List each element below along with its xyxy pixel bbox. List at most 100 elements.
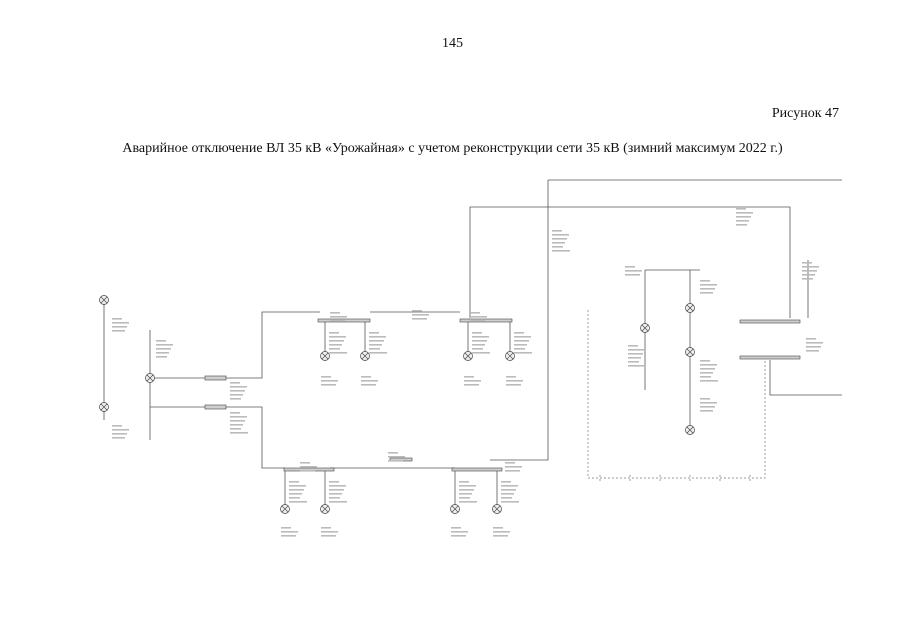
label-line — [506, 380, 523, 382]
label-line — [230, 382, 240, 384]
generator-lower-1 — [320, 504, 330, 514]
label-line — [736, 212, 753, 214]
busbar-mid-1 — [204, 375, 227, 381]
label-line — [289, 501, 307, 503]
label-line — [329, 493, 342, 495]
label-line — [700, 280, 710, 282]
label-upper-low-0 — [321, 376, 338, 386]
label-upper-low-1 — [361, 376, 378, 386]
label-line — [230, 432, 248, 434]
label-line — [806, 346, 821, 348]
label-line — [321, 376, 331, 378]
load-drops — [99, 295, 751, 514]
label-line — [112, 322, 129, 324]
label-line — [230, 420, 245, 422]
generator-upper-2 — [463, 351, 473, 361]
label-upper-low-2 — [464, 376, 481, 386]
label-line — [369, 332, 379, 334]
right-source-bottom — [685, 425, 695, 435]
generator-upper-0 — [320, 351, 330, 361]
label-line — [493, 535, 508, 537]
label-line — [329, 481, 339, 483]
right-trafo-mid — [685, 347, 695, 357]
right-trafo-top — [685, 303, 695, 313]
label-line — [156, 348, 171, 350]
right-exit-line — [769, 360, 842, 396]
label-line — [625, 274, 640, 276]
label-line — [628, 361, 639, 363]
label-line — [330, 312, 340, 314]
label-left-2 — [156, 340, 173, 358]
label-line — [501, 481, 511, 483]
label-line — [501, 485, 518, 487]
label-line — [451, 535, 466, 537]
label-line — [472, 332, 482, 334]
label-line — [112, 318, 122, 320]
label-line — [361, 376, 371, 378]
label-line — [628, 357, 641, 359]
label-right-top — [625, 266, 642, 276]
generator-lower-0 — [280, 504, 290, 514]
label-line — [412, 318, 427, 320]
label-upper-0 — [329, 332, 347, 354]
label-line — [321, 384, 336, 386]
label-line — [330, 316, 347, 318]
generator-lower-2 — [450, 504, 460, 514]
label-line — [628, 353, 643, 355]
label-line — [501, 497, 512, 499]
label-line — [625, 266, 635, 268]
label-line — [300, 466, 317, 468]
label-line — [361, 380, 378, 382]
label-line — [472, 344, 485, 346]
generator-upper-3 — [505, 351, 515, 361]
label-line — [700, 360, 710, 362]
label-upper-1 — [369, 332, 387, 354]
label-line — [156, 340, 166, 342]
label-line — [369, 336, 386, 338]
label-mid-1 — [230, 382, 247, 400]
label-line — [470, 320, 485, 322]
label-line — [156, 356, 167, 358]
label-upper-low-3 — [506, 376, 523, 386]
label-line — [330, 320, 345, 322]
label-line — [112, 326, 127, 328]
label-line — [700, 368, 715, 370]
label-line — [552, 230, 562, 232]
label-line — [321, 380, 338, 382]
label-line — [514, 348, 525, 350]
label-line — [451, 531, 468, 533]
label-line — [289, 485, 306, 487]
label-line — [388, 460, 403, 462]
label-line — [700, 410, 713, 412]
label-line — [329, 336, 346, 338]
busbar-right-2 — [739, 355, 801, 360]
label-line — [464, 376, 474, 378]
label-line — [321, 535, 336, 537]
label-line — [625, 270, 642, 272]
label-line — [700, 398, 710, 400]
left-source-top — [99, 295, 109, 305]
bus2-to-lower — [226, 406, 285, 469]
label-line — [505, 470, 520, 472]
main-wires — [103, 179, 842, 479]
label-line — [700, 372, 713, 374]
label-line — [329, 501, 347, 503]
label-right-exit — [806, 338, 823, 352]
label-line — [459, 493, 472, 495]
label-right-left — [628, 345, 646, 367]
label-line — [329, 332, 339, 334]
label-line — [501, 501, 519, 503]
label-line — [112, 437, 125, 439]
label-line — [700, 364, 717, 366]
bus1-to-upper — [226, 311, 320, 379]
label-upper-3 — [514, 332, 532, 354]
label-line — [736, 216, 751, 218]
label-line — [700, 380, 718, 382]
label-line — [329, 489, 344, 491]
label-line — [552, 250, 570, 252]
label-line — [281, 527, 291, 529]
label-left-1 — [112, 318, 129, 332]
label-line — [329, 340, 344, 342]
label-line — [700, 406, 715, 408]
